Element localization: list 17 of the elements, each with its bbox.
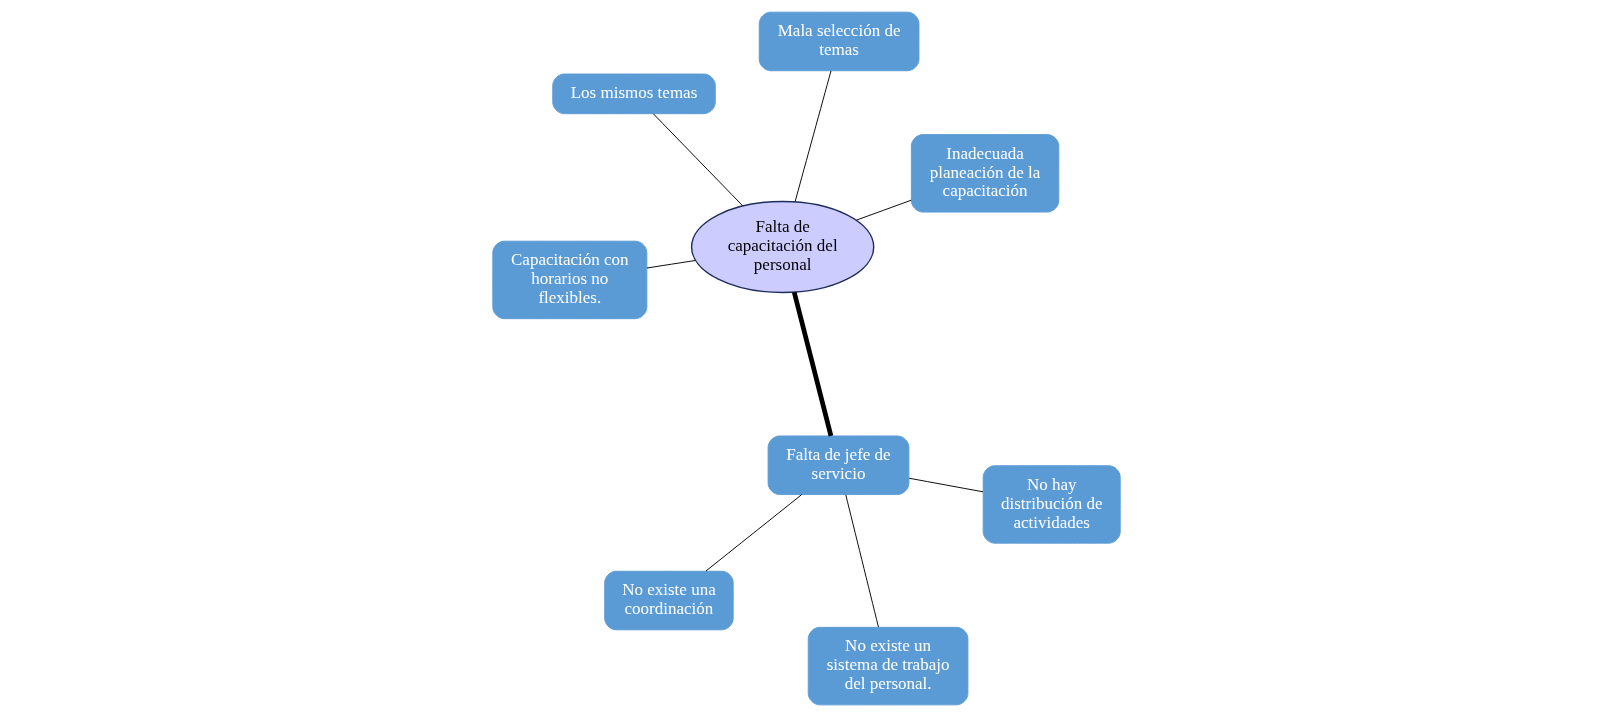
- connector: [844, 494, 879, 628]
- node-box: Mala selección de temas: [758, 11, 919, 72]
- connector: [855, 199, 912, 221]
- connector: [791, 291, 833, 437]
- connector: [908, 477, 983, 493]
- node-box: Falta de jefe de servicio: [767, 435, 909, 496]
- node-box: Capacitación con horarios no flexibles.: [491, 240, 647, 320]
- node-box: No hay distribución de actividades: [982, 465, 1121, 544]
- connector: [652, 113, 743, 207]
- node-box: No existe una coordinación: [603, 570, 734, 631]
- node-box: No existe un sistema de trabajo del personal.: [807, 626, 968, 706]
- node-box: Los mismos temas: [551, 73, 716, 115]
- connector: [645, 259, 696, 269]
- node-ellipse: Falta de capacitación del personal: [690, 200, 874, 294]
- connector: [705, 494, 802, 572]
- node-box: Inadecuada planeación de la capacitación: [910, 134, 1059, 213]
- connector: [794, 70, 831, 203]
